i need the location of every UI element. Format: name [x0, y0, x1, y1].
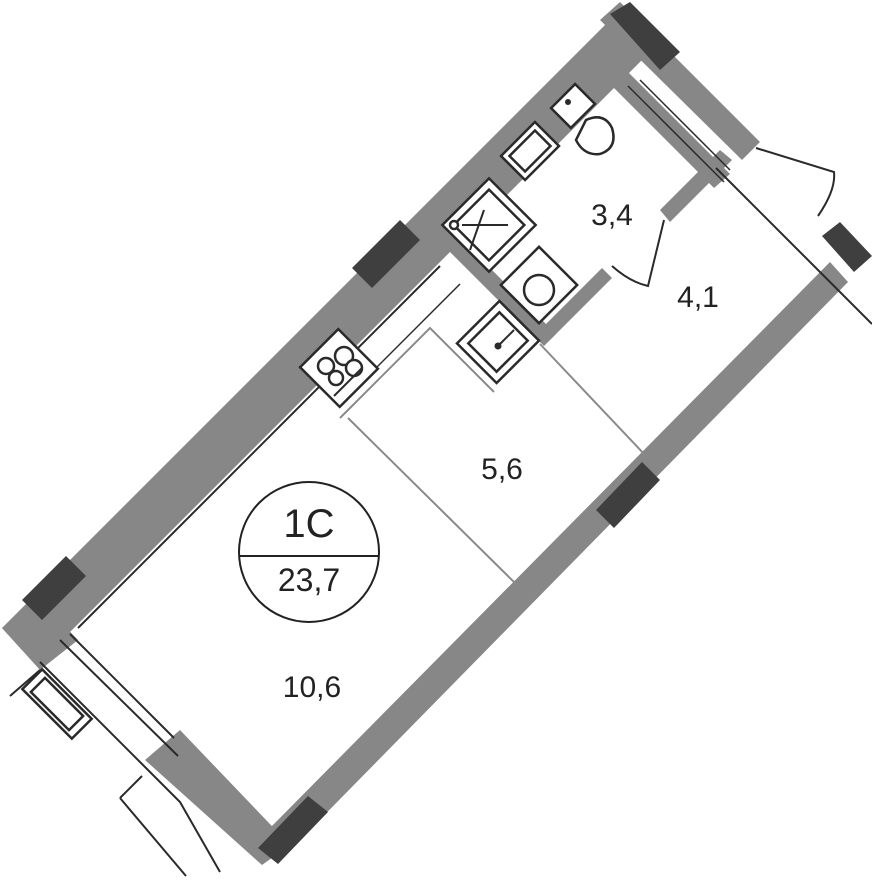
- window-nw-1: [352, 220, 420, 288]
- shower-icon: [440, 176, 538, 274]
- washing-machine-icon: [499, 245, 579, 325]
- window-sill-line-2: [639, 79, 731, 171]
- wall-bathroom-west: [428, 218, 556, 346]
- wall-corner-west: [2, 600, 78, 670]
- wall-southeast: [268, 262, 848, 850]
- hall-line: [715, 167, 872, 325]
- sink-icon: [499, 120, 561, 182]
- kitchen-sink-icon: [455, 299, 541, 385]
- wall-southwest: [145, 730, 290, 865]
- cooktop-icon: [298, 327, 380, 409]
- window-se-1: [596, 462, 660, 528]
- partition-kitchen-hall: [539, 343, 647, 457]
- room-area-hallway: 4,1: [677, 281, 719, 314]
- kitchen-partition: [339, 326, 495, 419]
- window-nw-2: [22, 556, 86, 620]
- partition-living-kitchen: [347, 417, 517, 585]
- window-sill-line: [627, 85, 725, 183]
- balcony: [9, 633, 221, 877]
- wall-bathroom-south: [540, 268, 612, 340]
- room-area-bathroom: 3,4: [591, 199, 633, 232]
- window-east: [822, 222, 872, 272]
- apartment-type: 1С: [283, 502, 335, 546]
- counter-line: [77, 265, 441, 629]
- room-area-living: 10,6: [282, 671, 342, 704]
- area-badge-graphic: [238, 481, 380, 623]
- window-se-2: [258, 796, 328, 864]
- room-area-kitchen: 5,6: [481, 453, 523, 486]
- toilet-icon: [549, 82, 615, 156]
- total-area: 23,7: [277, 562, 341, 598]
- window-north: [610, 2, 680, 70]
- entry-door[interactable]: [755, 147, 836, 217]
- apartment-badge: 1С 23,7: [238, 496, 380, 638]
- bathroom-door[interactable]: [611, 219, 665, 288]
